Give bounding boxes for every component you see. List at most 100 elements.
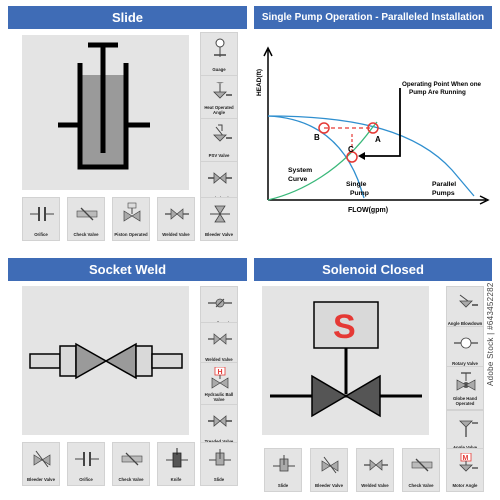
- point-c-label: C: [348, 145, 354, 154]
- motor-letter: M: [463, 455, 469, 462]
- parallel-pumps-label-line: Pumps: [432, 190, 455, 197]
- tile-bleeder-valve[interactable]: Bleeder Valve: [22, 442, 60, 486]
- slide-icon: [273, 455, 295, 472]
- solenoid-valve-symbol: S: [270, 301, 422, 418]
- parallel-pumps-label-line: Parallel: [432, 181, 456, 188]
- tile-label: Angle Valve: [447, 445, 483, 450]
- system-curve: [267, 121, 378, 201]
- tile-orifice[interactable]: Orifice: [22, 197, 60, 241]
- bleeder-valve-icon: [33, 450, 51, 468]
- psv-valve-icon: [213, 124, 232, 142]
- tile-check-valve[interactable]: Check Valve: [402, 448, 440, 492]
- socket-weld-valve-symbol: [29, 342, 183, 380]
- parallel-pumps-curve: [267, 115, 475, 197]
- x-axis-label: FLOW(gpm): [348, 207, 388, 214]
- orifice-icon: [75, 452, 99, 466]
- tile-label: Check Valve: [73, 232, 99, 237]
- tile-piston-operated[interactable]: Piston Operated: [112, 197, 150, 241]
- check-valve-icon: [76, 207, 98, 221]
- tile-label: Hydraulic Ball Valve: [204, 392, 234, 402]
- slide-icon: [209, 449, 231, 466]
- knife-icon: [166, 448, 188, 468]
- tile-angle-valve[interactable]: Angle Valve: [446, 410, 484, 454]
- annotation-text: Operating Point When one Pump Are Runnin…: [402, 81, 483, 96]
- hydraulic-letter: H: [218, 369, 223, 376]
- tile-label: Globe Hand Operated: [452, 396, 478, 406]
- tile-label: Knife: [170, 477, 182, 482]
- slide-main-panel: [22, 35, 189, 190]
- butterfly-valve-icon: [208, 298, 232, 308]
- angle-blowdown-icon: [459, 294, 478, 308]
- motor-angle-icon: M: [459, 453, 478, 472]
- tile-label: Welded Valve: [361, 483, 389, 488]
- annotation-text-line: Operating Point When one: [402, 81, 482, 88]
- annotation-text-line: Pump Are Running: [409, 89, 466, 96]
- bleeder-valve-icon: [321, 456, 339, 474]
- point-b-marker: [318, 122, 330, 134]
- tile-label: Treaded Valve: [201, 439, 237, 444]
- slide-valve-symbol: [58, 42, 150, 170]
- tile-slide[interactable]: Slide: [264, 448, 302, 492]
- tile-label: Check Valve: [118, 477, 144, 482]
- tile-gauge[interactable]: Guage: [200, 32, 238, 76]
- bleeder-valve-icon: [210, 205, 230, 223]
- single-pump-label-line: Pump: [350, 190, 369, 197]
- tile-label: Heat Operated Angle: [204, 105, 234, 115]
- tile-welded-valve[interactable]: Welded Valve: [200, 322, 238, 366]
- tile-knife[interactable]: Knife: [157, 442, 195, 486]
- y-axis-label: HEAD(ft): [256, 69, 263, 96]
- treaded-valve-icon: [208, 415, 232, 427]
- rotary-valve-icon: [454, 337, 478, 349]
- tile-welded-valve[interactable]: Welded Valve: [157, 197, 195, 241]
- tile-label: Piston Operated: [114, 232, 148, 237]
- tile-label: Bleeder Valve: [205, 232, 233, 237]
- tile-bleeder-valve[interactable]: Bleeder Valve: [310, 448, 348, 492]
- piston-operated-icon: [123, 202, 141, 222]
- stock-id-label: Adobe Stock | #643452282: [486, 282, 495, 386]
- tile-hydraulic-ball-valve[interactable]: H Hydraulic Ball Valve: [200, 362, 238, 406]
- tile-label: Angle Blowdown: [447, 321, 483, 326]
- pump-curve-chart: A B C Operating Point When one Pump Are …: [256, 46, 490, 214]
- tile-globe-hand-operated[interactable]: Globe Hand Operated: [446, 366, 484, 410]
- tile-label: Rotary Valve: [452, 361, 478, 366]
- tile-label: PSV Valve: [208, 153, 230, 158]
- system-curve-label-line: Curve: [288, 176, 307, 183]
- welded-valve-icon: [364, 459, 388, 471]
- slide-title-banner: Slide: [8, 6, 247, 29]
- check-valve-icon: [411, 458, 433, 472]
- orifice-icon: [30, 207, 54, 221]
- tile-slide[interactable]: Slide: [200, 442, 238, 486]
- treaded-valve-icon: [208, 172, 232, 184]
- tile-check-valve[interactable]: Check Valve: [112, 442, 150, 486]
- single-pump-label-line: Single: [346, 181, 367, 188]
- parallel-pumps-label: Parallel Pumps: [432, 181, 458, 197]
- tile-angle-blowdown[interactable]: Angle Blowdown: [446, 286, 484, 330]
- tile-label: Guage: [212, 67, 226, 72]
- globe-hand-operated-icon: [456, 372, 476, 391]
- point-a-marker: [367, 122, 379, 134]
- tile-psv-valve[interactable]: PSV Valve: [200, 118, 238, 162]
- tile-welded-valve[interactable]: Welded Valve: [356, 448, 394, 492]
- tile-label: Slide: [277, 483, 289, 488]
- pump-title-banner: Single Pump Operation - Paralleled Insta…: [254, 6, 492, 29]
- single-pump-label: Single Pump: [346, 181, 369, 197]
- hydraulic-ball-valve-icon: H: [211, 367, 229, 389]
- tile-orifice[interactable]: Orifice: [67, 442, 105, 486]
- tile-check-valve[interactable]: Check Valve: [67, 197, 105, 241]
- welded-valve-icon: [208, 333, 232, 345]
- welded-valve-icon: [165, 208, 189, 220]
- angle-valve-icon: [459, 420, 478, 437]
- tile-motor-angle[interactable]: M Motor Angle: [446, 448, 484, 492]
- tile-heat-operated-angle[interactable]: Heat Operated Angle: [200, 75, 238, 119]
- tile-rotary-valve[interactable]: Rotary Valve: [446, 326, 484, 370]
- socket-weld-main-panel: [22, 286, 189, 435]
- tile-label: Check Valve: [408, 483, 434, 488]
- tile-label: Bleeder Valve: [315, 483, 343, 488]
- point-a-label: A: [375, 135, 381, 144]
- tile-treaded-valve[interactable]: Treaded Valve: [200, 404, 238, 448]
- gauge-icon: [214, 38, 226, 57]
- check-valve-icon: [121, 452, 143, 466]
- tile-bleeder-valve[interactable]: Bleeder Valve: [200, 197, 238, 241]
- tile-label: Orifice: [79, 477, 93, 482]
- tile-label: Welded Valve: [162, 232, 190, 237]
